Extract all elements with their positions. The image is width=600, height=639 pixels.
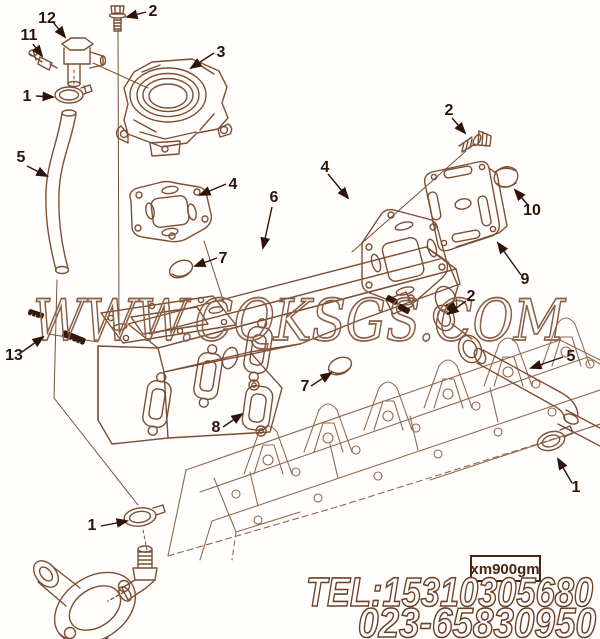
gasket-part4-right (361, 208, 449, 306)
cover-plate-part9 (423, 160, 508, 252)
contact-text: TEL:15310305680 023-65830950 (305, 568, 597, 639)
outlet-clamps-and-tube (385, 291, 600, 452)
watermark-text: WWW.CQKSGS.COM (33, 288, 566, 354)
bolt-part2-top (108, 5, 127, 32)
callout-label: 1 (88, 517, 97, 534)
callout-label: 8 (212, 419, 221, 436)
callout-labels: 12 2 11 3 1 2 5 4 6 4 10 7 9 2 13 5 7 8 … (5, 3, 580, 534)
port-gasket-part8 (241, 379, 274, 437)
gasket-part4-left (129, 180, 213, 243)
callout-label: 9 (521, 271, 530, 288)
stamp-label: xm900gm (470, 561, 539, 578)
callout-label: 6 (270, 189, 279, 206)
callout-label: 10 (523, 202, 541, 219)
callout-label: 13 (5, 347, 23, 364)
callout-label: 1 (23, 88, 32, 105)
callout-label: 3 (217, 44, 226, 61)
callout-label: 7 (301, 378, 310, 395)
outlet-fitting-assembly (32, 504, 166, 639)
callout-label: 1 (572, 479, 581, 496)
callout-arrows (21, 9, 573, 528)
stamp-box: xm900gm (470, 555, 541, 582)
phone-line-1: TEL:15310305680 (306, 569, 593, 615)
breather-elbow-part12 (61, 37, 107, 88)
filler-flange-part3 (115, 58, 233, 157)
callout-label: 2 (445, 102, 454, 119)
breather-hose-part5-left (45, 109, 77, 275)
callout-label: 4 (321, 159, 330, 176)
plug-part7-left (168, 259, 194, 279)
hose-clamp-top-left (54, 84, 93, 104)
engine-head-ghost (167, 317, 600, 561)
petcock-part11 (28, 49, 58, 71)
callout-label: 4 (229, 176, 238, 193)
leader-lines (47, 31, 467, 551)
plug-part7-right (327, 356, 353, 376)
callout-label: 5 (17, 149, 26, 166)
stud-thread-hatching (30, 313, 81, 348)
callout-label: 7 (219, 250, 228, 267)
bolt-part2-right (458, 130, 492, 153)
callout-label: 11 (21, 27, 38, 44)
plug-disc-part10 (493, 166, 519, 188)
callout-label: 2 (467, 288, 476, 305)
phone-line-2: 023-65830950 (358, 599, 596, 639)
callout-label: 2 (149, 3, 158, 20)
exhaust-manifold-part6 (97, 246, 461, 445)
callout-label: 5 (567, 348, 576, 365)
callout-label: 12 (38, 10, 56, 27)
